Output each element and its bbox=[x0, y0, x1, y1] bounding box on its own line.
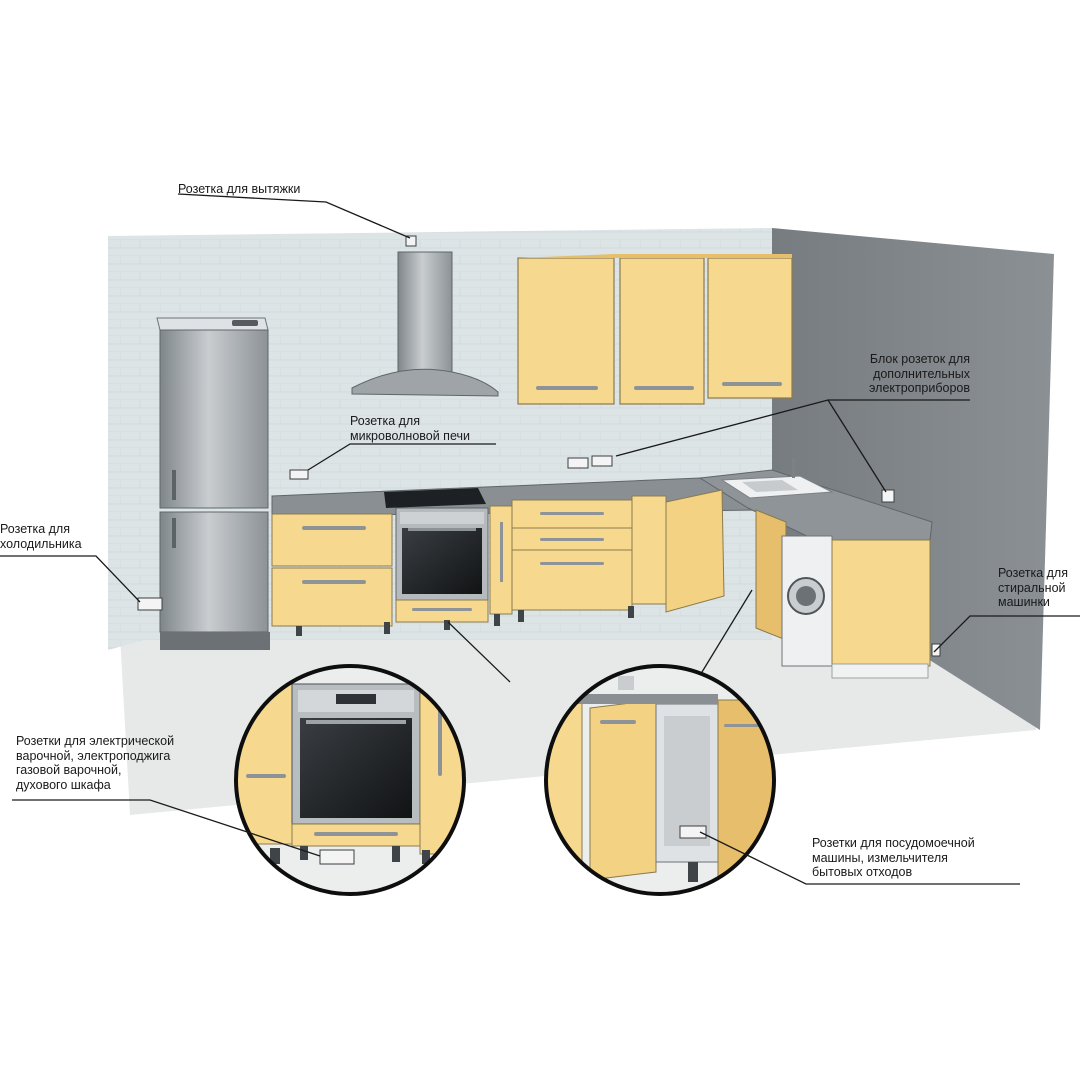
label-hob-oven: Розетки для электрической варочной, элек… bbox=[16, 734, 174, 792]
leader-extra-corner bbox=[827, 399, 887, 493]
leader-fridge bbox=[0, 555, 141, 603]
label-dishwasher: Розетки для посудомоечной машины, измель… bbox=[812, 836, 975, 880]
socket-corner bbox=[881, 489, 895, 503]
label-dishwasher-line-1: Розетки для посудомоечной bbox=[812, 836, 975, 850]
socket-block-1 bbox=[567, 457, 589, 469]
label-fridge: Розетка для холодильника bbox=[0, 522, 82, 551]
dishwasher-open-door bbox=[665, 489, 725, 613]
label-washer-line-3: машинки bbox=[998, 595, 1050, 609]
label-hood-line-1: Розетка для вытяжки bbox=[178, 182, 301, 196]
label-hob-oven-line-1: Розетки для электрической bbox=[16, 734, 175, 748]
label-fridge-line-2: холодильника bbox=[0, 536, 82, 551]
label-washer-line-1: Розетка для bbox=[998, 566, 1068, 580]
leader-lines bbox=[0, 193, 1080, 885]
socket-microwave bbox=[289, 469, 309, 480]
zoom-line-oven bbox=[447, 621, 511, 683]
label-hob-oven-line-4: духового шкафа bbox=[16, 777, 111, 792]
socket-hood bbox=[405, 235, 417, 247]
label-washer: Розетка для стиральной машинки bbox=[998, 566, 1080, 610]
label-fridge-line-1: Розетка для bbox=[0, 522, 70, 536]
range-hood bbox=[351, 251, 499, 397]
leader-hood bbox=[177, 193, 411, 239]
leader-hob-oven bbox=[12, 799, 321, 857]
cabinet-legs bbox=[296, 606, 634, 636]
built-in-oven bbox=[395, 507, 489, 623]
label-extra-block-line-2: дополнительных bbox=[873, 366, 970, 381]
label-microwave-line-1: Розетка для bbox=[350, 414, 420, 428]
base-cabinets-middle bbox=[489, 489, 725, 615]
detail-circle-oven bbox=[234, 664, 466, 896]
label-washer-line-2: стиральной bbox=[998, 580, 1066, 595]
base-cabinets-left bbox=[271, 513, 393, 627]
leader-dishwasher bbox=[699, 831, 1020, 885]
label-extra-block-line-1: Блок розеток для bbox=[869, 352, 970, 366]
zoom-line-dishwasher bbox=[701, 589, 753, 673]
label-hob-oven-line-3: газовой варочной, bbox=[16, 763, 122, 777]
label-microwave-line-2: микроволновой печи bbox=[350, 428, 470, 443]
sink bbox=[720, 458, 834, 499]
label-extra-block: Блок розеток для дополнительных электроп… bbox=[850, 352, 970, 396]
induction-hob bbox=[384, 488, 486, 508]
leader-microwave bbox=[307, 443, 496, 471]
detail-circle-dishwasher bbox=[544, 664, 776, 896]
refrigerator bbox=[156, 317, 270, 650]
label-microwave: Розетка для микроволновой печи bbox=[350, 414, 470, 443]
socket-fridge bbox=[137, 597, 163, 611]
socket-block-2 bbox=[591, 455, 613, 467]
wall-cabinets bbox=[517, 254, 793, 405]
label-hood: Розетка для вытяжки bbox=[178, 182, 300, 197]
label-dishwasher-line-3: бытовых отходов bbox=[812, 865, 913, 879]
label-extra-block-line-3: электроприборов bbox=[869, 381, 970, 395]
corner-cabinets bbox=[755, 509, 931, 679]
leader-washer bbox=[933, 615, 1080, 653]
label-hob-oven-line-2: варочной, электроподжига bbox=[16, 748, 171, 763]
label-dishwasher-line-2: машины, измельчителя bbox=[812, 850, 948, 865]
